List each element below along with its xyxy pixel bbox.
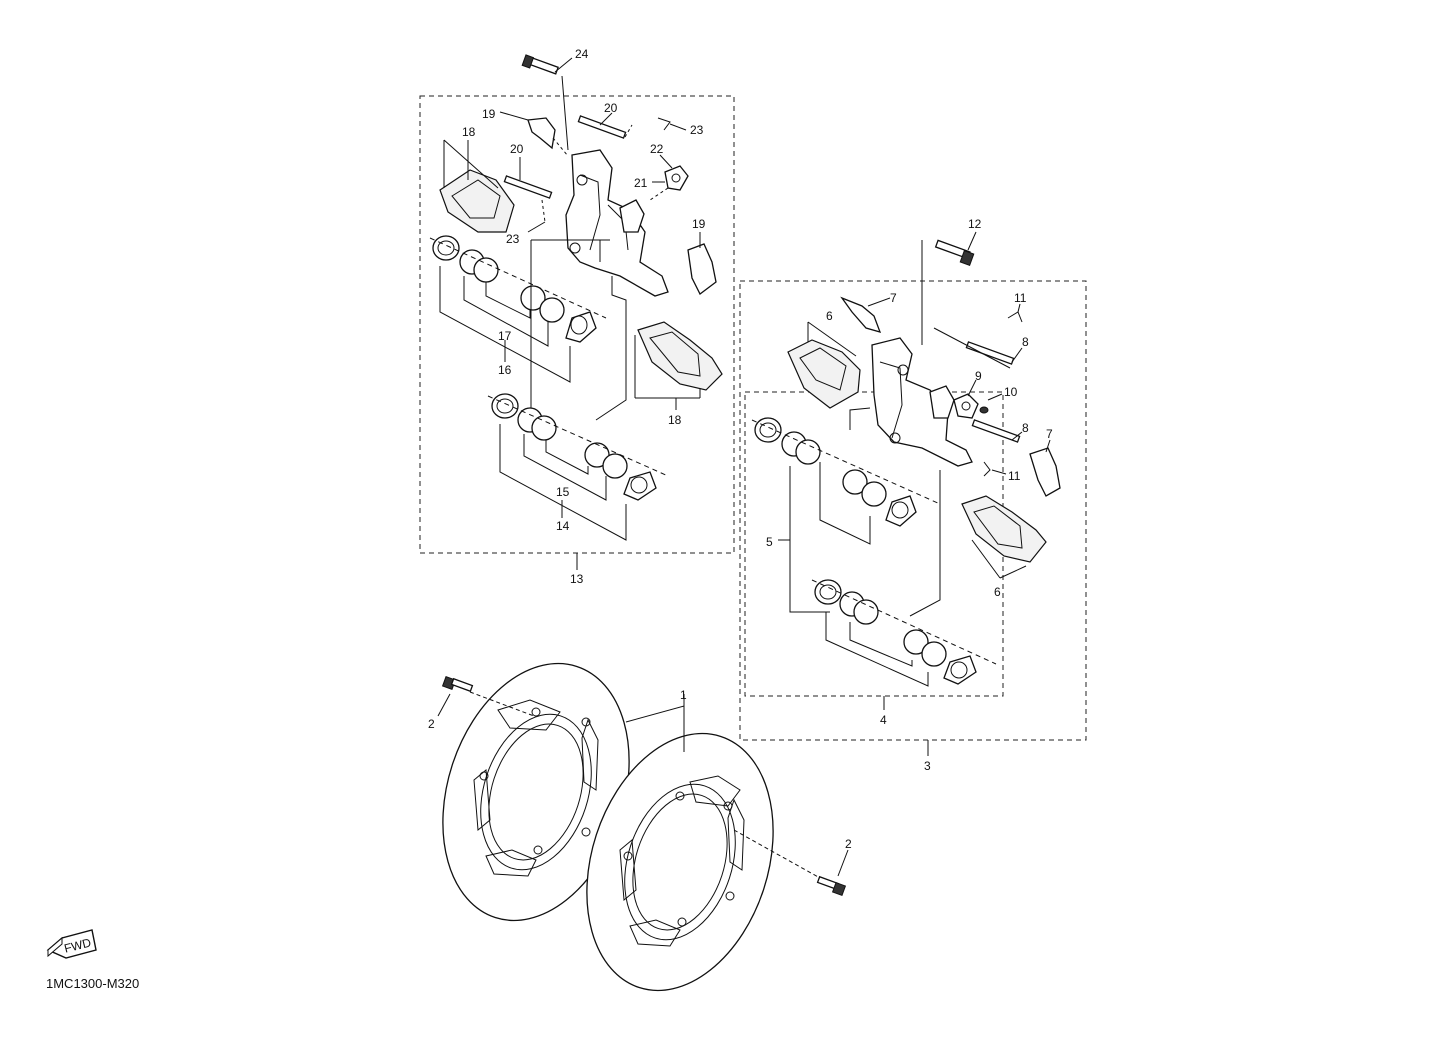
brake-disc-right [586,732,774,992]
bleed-screw-9-10 [953,379,1003,419]
pad-spring-7-upper [840,296,891,333]
callout-13: 13 [570,572,584,586]
disc-bolt-2-left [437,675,535,717]
caliper-crossover-right [849,407,941,617]
callout-20: 20 [604,101,618,115]
pad-spring-19-lower [687,232,717,295]
pad-pin-20-lower [503,157,553,233]
brake-pad-18-right [634,321,723,410]
caliper-body-right [871,337,973,467]
pad-pin-8-lower [971,419,1023,477]
callout-7: 7 [890,291,897,305]
svg-text:FWD: FWD [63,935,93,955]
callout-6: 6 [994,585,1001,599]
callout-8: 8 [1022,335,1029,349]
callout-4: 4 [880,713,887,727]
callout-23: 23 [506,232,520,246]
callout-6: 6 [826,309,833,323]
callout-10: 10 [1004,385,1018,399]
callout-2: 2 [428,717,435,731]
callout-17: 17 [498,329,512,343]
bleed-screw-21-22 [649,154,689,201]
callout-1: 1 [680,688,687,702]
brake-pad-6-upper [787,321,861,409]
piston-set-right-lower [811,579,997,687]
caliper-body-left [565,149,669,297]
callout-12: 12 [968,217,982,231]
callout-7: 7 [1046,427,1053,441]
callout-18: 18 [668,413,682,427]
piston-set-right-upper [751,417,941,613]
callout-19: 19 [692,217,706,231]
piston-set-14-15 [487,393,669,541]
callout-9: 9 [975,369,982,383]
callout-8: 8 [1022,421,1029,435]
callout-20: 20 [510,142,524,156]
brake-pad-6-lower [961,495,1047,579]
callout-23: 23 [690,123,704,137]
pad-spring-19-upper [499,111,569,157]
pad-spring-7-lower [1029,439,1061,497]
callout-11: 11 [1008,469,1021,483]
pad-pin-8-upper [933,303,1023,369]
callout-5: 5 [766,535,773,549]
piston-set-16-17 [429,235,610,410]
callout-3: 3 [924,759,931,773]
diagram-code: 1MC1300-M320 [46,976,139,991]
bolt-24 [521,54,573,151]
brake-pad-18-left [439,139,515,233]
callout-2: 2 [845,837,852,851]
fwd-arrow-icon: FWD [46,929,97,959]
callout-24: 24 [575,47,589,61]
callout-16: 16 [498,363,512,377]
caliper-assembly-3-box [739,280,1087,741]
callout-21: 21 [634,176,648,190]
callout-22: 22 [650,142,664,156]
callout-15: 15 [556,485,570,499]
callout-14: 14 [556,519,570,533]
pad-pin-20-upper [577,112,687,139]
callout-19: 19 [482,107,496,121]
callout-18: 18 [462,125,476,139]
brake-disc-left [442,662,630,922]
bolt-12 [921,231,977,345]
disc-bolt-2-right [733,829,849,897]
caliper-crossover-left [595,240,627,421]
callout-11: 11 [1014,291,1027,305]
